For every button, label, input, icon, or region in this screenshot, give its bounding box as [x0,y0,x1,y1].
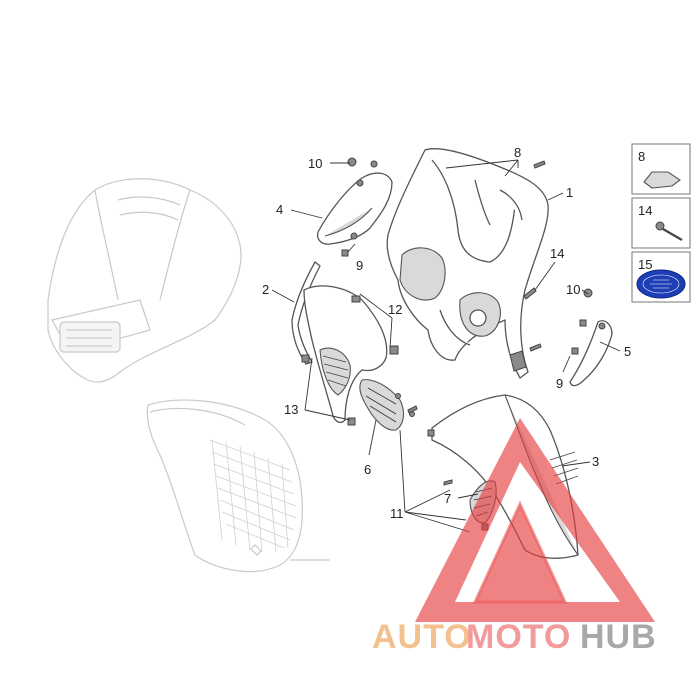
callout-10-right: 10 [566,282,580,297]
legend-box-15: 15 [631,251,691,303]
watermark-moto: MOTO [466,618,571,656]
clip-nut-icon [643,171,681,189]
callout-11: 11 [390,506,404,521]
callout-labels: 1 2 3 4 5 6 7 8 9 9 10 10 11 12 13 14 [262,145,631,521]
callout-4: 4 [276,202,283,217]
inner-shield-part-1 [386,148,549,379]
callout-9-right: 9 [556,376,563,391]
leader-lines [271,159,621,533]
trim-part-5 [569,320,613,387]
callout-14: 14 [550,246,564,261]
callout-12: 12 [388,302,402,317]
callout-2: 2 [262,282,269,297]
panel-part-4 [316,172,393,245]
callout-13: 13 [284,402,298,417]
callout-5: 5 [624,344,631,359]
watermark-auto: AUTO [372,618,472,656]
watermark-hub: HUB [580,618,657,656]
legend-label-14: 14 [638,203,652,218]
legend-label-8: 8 [638,149,645,164]
callout-10-left: 10 [308,156,322,171]
legend-box-14: 14 [631,197,691,249]
screw-icon [655,221,683,241]
callout-7: 7 [444,491,451,506]
callout-1: 1 [566,185,573,200]
legend-box-8: 8 [631,143,691,195]
callout-8: 8 [514,145,521,160]
ghost-front-shield [47,178,242,383]
ghost-leg-shield [146,399,330,573]
callout-9-left: 9 [356,258,363,273]
callout-6: 6 [364,462,371,477]
callout-3: 3 [592,454,599,469]
legend-label-15: 15 [638,257,652,272]
trim-strip-part-2 [291,261,321,365]
grille-part-6 [359,379,415,431]
watermark-triangle-icon [415,418,655,622]
side-panel-part-12 [301,285,399,426]
hardware [341,157,593,486]
watermark-logo: AUTO MOTO HUB [372,418,657,656]
